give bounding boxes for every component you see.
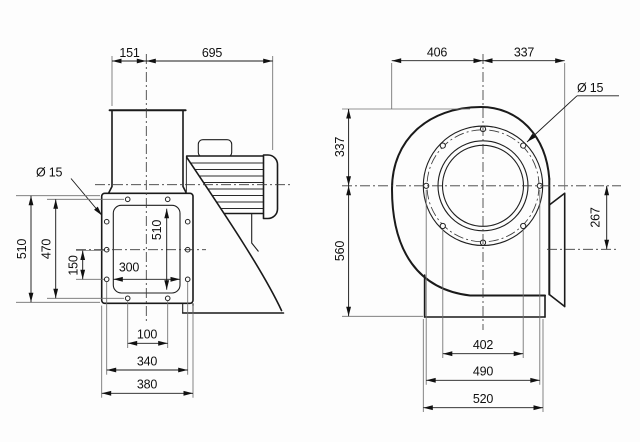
outlet-flange bbox=[548, 192, 566, 308]
dim-label-406: 406 bbox=[427, 46, 448, 60]
side-view: 151 695 Ø 15 510 470 150 510 bbox=[15, 46, 291, 398]
dim-label-695: 695 bbox=[202, 46, 223, 60]
dim-label-520: 520 bbox=[473, 392, 494, 406]
plate-outline bbox=[100, 192, 194, 305]
dim-label-337-top: 337 bbox=[514, 46, 535, 60]
dim-label-402: 402 bbox=[473, 338, 494, 352]
dim-label-510-inner: 510 bbox=[150, 220, 164, 241]
motor-foot bbox=[251, 213, 259, 252]
dim-label-151: 151 bbox=[119, 46, 140, 60]
bracket-face bbox=[186, 157, 282, 313]
dim-label-300: 300 bbox=[119, 261, 140, 275]
volute-scroll-outline bbox=[391, 106, 551, 297]
duct-left-edge bbox=[106, 110, 113, 197]
hole-dia-leader bbox=[70, 178, 103, 216]
housing-base bbox=[423, 274, 546, 318]
dim-label-510-outer: 510 bbox=[15, 239, 29, 260]
inlet-duct bbox=[106, 109, 189, 197]
hole-dia-leader-front bbox=[526, 95, 578, 143]
dim-label-380: 380 bbox=[137, 378, 158, 392]
front-center-lines bbox=[342, 54, 621, 330]
motor-end-cap bbox=[262, 154, 279, 220]
dim-label-340: 340 bbox=[137, 355, 158, 369]
volute-housing bbox=[391, 106, 566, 318]
dim-label-490: 490 bbox=[473, 365, 494, 379]
motor-terminal-box bbox=[197, 139, 233, 158]
bracket-edge bbox=[186, 156, 283, 312]
ring-bolt-holes bbox=[423, 125, 543, 246]
dim-label-470: 470 bbox=[40, 239, 54, 260]
dim-label-337-left: 337 bbox=[333, 137, 347, 158]
dim-label-hole-dia-front: Ø 15 bbox=[577, 81, 604, 95]
dim-label-hole-dia-side: Ø 15 bbox=[36, 166, 63, 180]
front-view: 406 337 Ø 15 337 560 267 402 490 bbox=[333, 46, 621, 412]
dim-label-100: 100 bbox=[137, 328, 158, 342]
support-bracket bbox=[181, 156, 285, 314]
dim-label-150: 150 bbox=[67, 255, 81, 276]
side-dimensions: 151 695 Ø 15 510 470 150 510 bbox=[15, 46, 274, 398]
mounting-plate bbox=[100, 192, 194, 305]
front-dimensions: 406 337 Ø 15 337 560 267 402 490 bbox=[333, 46, 619, 412]
dim-label-560: 560 bbox=[333, 241, 347, 262]
dim-label-267: 267 bbox=[589, 207, 603, 228]
